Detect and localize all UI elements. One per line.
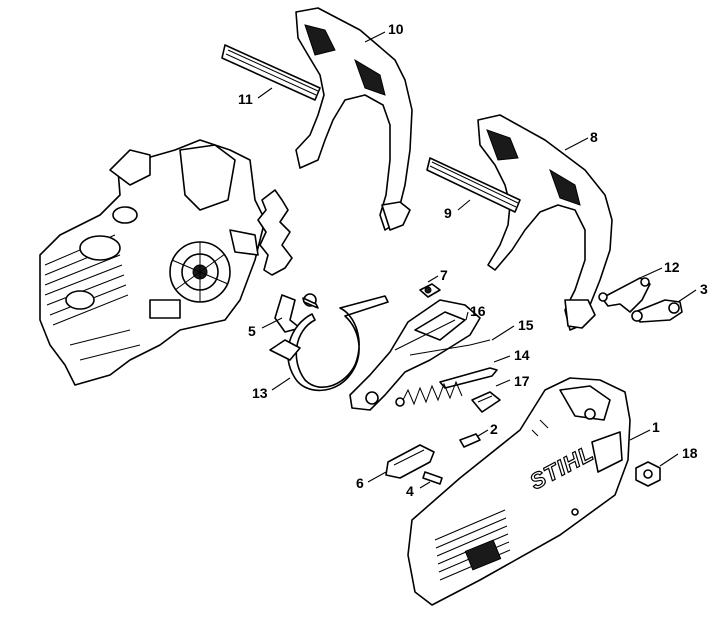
callout-6: 6	[356, 475, 364, 491]
callout-1: 1	[652, 419, 660, 435]
part-2-pin	[459, 433, 481, 448]
callout-9: 9	[444, 205, 452, 221]
part-12-lever	[598, 277, 651, 313]
callout-2: 2	[490, 421, 498, 437]
part-6-bracket	[385, 444, 435, 479]
callout-12: 12	[664, 259, 680, 275]
callout-3: 3	[700, 281, 708, 297]
callout-14: 14	[514, 347, 530, 363]
part-4-pin	[422, 471, 443, 485]
part-3-link-pin	[631, 299, 683, 323]
part-15-spring-rod	[409, 339, 491, 356]
callout-7: 7	[440, 267, 448, 283]
leader-lines	[257, 31, 697, 489]
part-13-brake-band	[269, 295, 389, 392]
part-11-decal	[221, 44, 321, 101]
callout-18: 18	[682, 445, 698, 461]
part-5-bumper-spike	[257, 189, 319, 333]
callout-5: 5	[248, 323, 256, 339]
engine-assembly	[39, 139, 266, 386]
callout-4: 4	[406, 483, 414, 499]
part-10-hand-guard-upper	[295, 7, 413, 231]
callout-13: 13	[252, 385, 268, 401]
part-8-hand-guard-lower	[477, 114, 613, 331]
callout-17: 17	[514, 373, 530, 389]
part-16-brake-housing	[349, 299, 481, 411]
part-7-screw	[419, 283, 441, 298]
part-9-decal	[426, 157, 521, 213]
callout-labels: 10 11 8 9 7 12 3 5 13 16 15 14 17 2 6 4 …	[238, 21, 708, 499]
callout-16: 16	[470, 303, 486, 319]
callout-15: 15	[518, 317, 534, 333]
coil-spring	[395, 380, 463, 407]
callout-10: 10	[388, 21, 404, 37]
callout-11: 11	[238, 91, 253, 107]
part-17-block	[471, 391, 501, 413]
part-18-nut	[635, 461, 661, 487]
part-14-wire-spring	[439, 367, 498, 389]
part-1-sprocket-cover: STIHL	[407, 377, 631, 606]
callout-8: 8	[590, 129, 598, 145]
